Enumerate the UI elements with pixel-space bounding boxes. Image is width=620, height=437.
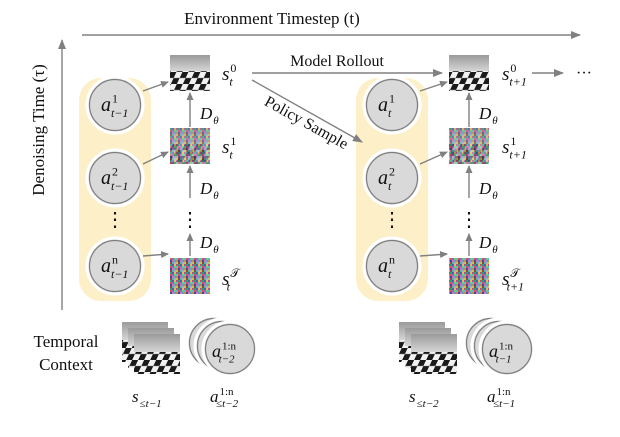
right-state-frame-3-noise	[449, 258, 489, 294]
model-rollout-label: Model Rollout	[290, 53, 384, 70]
left-context-action-label: a1:n≤t−2	[210, 386, 239, 410]
right-action-3-shape	[362, 236, 422, 296]
left-denoiser-label-1: Dθ	[199, 104, 219, 127]
left-state-dots: ⋮	[180, 209, 200, 231]
denoise-axis-label: Denoising Time (τ)	[29, 64, 48, 196]
right-state-frame-2-noise-overlay	[449, 128, 489, 164]
left-arrow-an	[142, 251, 169, 259]
left-action-1-shape	[85, 75, 145, 135]
right-context-circle-shape-3	[478, 320, 536, 378]
right-arrow-an	[419, 251, 448, 259]
left-action-3-shape	[85, 236, 145, 296]
left-context-state-label: s≤t−1	[132, 387, 162, 410]
left-context-circle-ring-3	[204, 323, 256, 375]
left-arrow-a2	[142, 151, 169, 165]
temporal-context-line1: Temporal	[34, 332, 99, 351]
left-context-frame-3-floor	[134, 352, 180, 374]
right-context-frame-3	[411, 334, 457, 374]
right-context-action-label: a1:n≤t−1	[487, 386, 515, 410]
left-action-1-ring	[88, 78, 142, 132]
policy-sample-label: Policy Sample	[261, 93, 350, 153]
right-state-frame-1-floor	[449, 71, 489, 91]
left-state-frame-2	[170, 128, 210, 164]
left-context-frame-3	[134, 334, 180, 374]
right-state-dots: ⋮	[459, 209, 479, 231]
right-action-1-shape	[362, 75, 422, 135]
left-state-frame-3	[170, 258, 210, 294]
left-state-frame-1	[170, 55, 210, 91]
right-action-3-ring	[365, 239, 419, 293]
left-denoiser-label-2: Dθ	[199, 179, 219, 202]
left-action-dots: ⋮	[105, 209, 125, 231]
left-action-2-shape	[85, 148, 145, 208]
left-state-frame-1-sky	[170, 55, 210, 72]
left-arrow-a1	[142, 81, 169, 92]
left-context-circle-shape-3	[201, 320, 259, 378]
policy-sample-arrow	[251, 79, 363, 143]
right-action-2-ring	[365, 151, 419, 205]
left-action-2-ring	[88, 151, 142, 205]
left-state-frame-1-floor	[170, 71, 210, 91]
left-action-3-ring	[88, 239, 142, 293]
right-state-frame-3	[449, 258, 489, 294]
left-context-frame-3-sky	[134, 334, 180, 352]
right-denoiser-label-2: Dθ	[478, 179, 498, 202]
right-action-dots: ⋮	[382, 209, 402, 231]
right-context-state-label: s≤t−2	[409, 387, 439, 410]
left-state-frame-3-noise	[170, 258, 210, 294]
right-action-2-shape	[362, 148, 422, 208]
right-context-circle-3	[478, 320, 536, 378]
right-action-1-ring	[365, 78, 419, 132]
right-state-frame-1-sky	[449, 55, 489, 72]
left-denoiser-label-3: Dθ	[199, 233, 219, 256]
left-context-circle-3	[201, 320, 259, 378]
right-arrow-a1	[419, 80, 448, 92]
right-denoiser-label-1: Dθ	[478, 104, 498, 127]
right-state-frame-2	[449, 128, 489, 164]
right-context-frame-3-floor	[411, 352, 457, 374]
right-context-circle-ring-3	[481, 323, 533, 375]
right-arrow-a2	[419, 151, 448, 165]
left-state-frame-2-noise-overlay	[170, 128, 210, 164]
temporal-context-line2: Context	[39, 355, 93, 374]
right-context-frame-3-sky	[411, 334, 457, 352]
right-denoiser-label-3: Dθ	[478, 233, 498, 256]
continue-ellipsis: ···	[576, 65, 592, 82]
time-axis: Environment Timestep (t)	[82, 9, 581, 39]
right-state-frame-1	[449, 55, 489, 91]
denoise-axis: Denoising Time (τ)	[29, 39, 66, 310]
time-axis-label: Environment Timestep (t)	[184, 9, 360, 28]
